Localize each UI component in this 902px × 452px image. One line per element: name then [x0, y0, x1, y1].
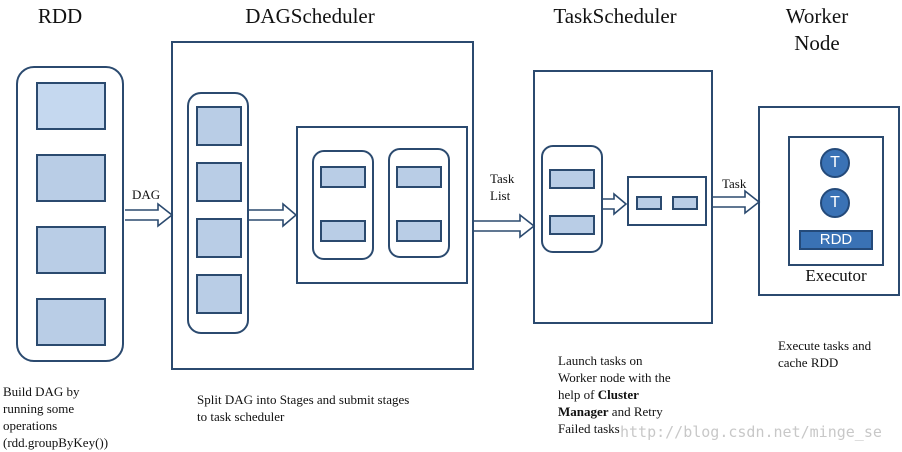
cached-rdd-bar: RDD: [799, 230, 873, 250]
rdd-note-line: (rdd.groupByKey()): [3, 435, 109, 450]
stage-1: [312, 150, 374, 260]
task-circle: T: [820, 188, 850, 218]
dag-scheduler-note: Split DAG into Stages and submit stages …: [197, 391, 487, 425]
task-set-block: [549, 169, 595, 189]
stage-arrow: [248, 202, 298, 228]
rdd-note-line: Build DAG by: [3, 384, 80, 399]
task-scheduler-note-line: Worker node with the: [558, 370, 671, 385]
rdd-partition-block: [36, 82, 106, 130]
dag-scheduler-note-line: Split DAG into Stages and submit stages: [197, 392, 410, 407]
dag-block: [196, 162, 242, 202]
rdd-header: RDD: [37, 4, 83, 28]
task-list-arrow-label-line2: List: [490, 188, 511, 203]
task-list-arrow-label-line1: Task: [490, 171, 515, 186]
stage-task-block: [320, 220, 366, 242]
dag-arrow: [125, 202, 174, 228]
task-scheduler-note-line: Launch tasks on: [558, 353, 643, 368]
dag-arrow-label: DAG: [132, 187, 161, 202]
stage-task-block: [320, 166, 366, 188]
watermark: http://blog.csdn.net/minge_se: [620, 423, 882, 441]
task-list-arrow: [474, 213, 536, 239]
worker-note-line: Execute tasks and: [778, 338, 872, 353]
executor-box: T T RDD: [788, 136, 884, 266]
task-scheduler-note-line: Manager and Retry: [558, 403, 718, 420]
rdd-note-line: running some: [3, 401, 75, 416]
dag-stage-list: [187, 92, 249, 334]
stage-task-block: [396, 166, 442, 188]
dag-scheduler-note-line: to task scheduler: [197, 409, 285, 424]
rdd-container: [16, 66, 124, 362]
note-text: help of: [558, 387, 598, 402]
queue-arrow: [602, 192, 628, 216]
task-arrow: [713, 189, 761, 215]
task-set-block: [549, 215, 595, 235]
worker-node-container: T T RDD Executor: [758, 106, 900, 296]
stage-task-block: [396, 220, 442, 242]
task-queue: [627, 176, 707, 226]
task-scheduler-header: TaskScheduler: [553, 4, 677, 28]
worker-node-header-line2: Node: [794, 31, 840, 55]
dag-scheduler-header: DAGScheduler: [245, 4, 375, 28]
note-text: and Retry: [608, 404, 663, 419]
rdd-partition-block: [36, 226, 106, 274]
worker-note: Execute tasks and cache RDD: [778, 337, 898, 371]
rdd-note-line: operations: [3, 418, 58, 433]
rdd-note: Build DAG by running some operations (rd…: [3, 383, 153, 451]
worker-note-line: cache RDD: [778, 355, 839, 370]
worker-node-header-line1: Worker: [785, 4, 849, 28]
rdd-partition-block: [36, 154, 106, 202]
dag-block: [196, 106, 242, 146]
stage-2: [388, 148, 450, 258]
note-bold-text: Cluster: [597, 387, 639, 402]
task-scheduler-note-line: help of Cluster: [558, 386, 718, 403]
task-scheduler-container: [533, 70, 713, 324]
dag-block: [196, 218, 242, 258]
task-arrow-label: Task: [722, 176, 747, 191]
dag-scheduler-container: [171, 41, 474, 370]
task-circle: T: [820, 148, 850, 178]
task-queue-block: [672, 196, 698, 210]
task-scheduler-note-line: Failed tasks: [558, 421, 620, 436]
dag-block: [196, 274, 242, 314]
note-bold-text: Manager: [558, 404, 609, 419]
task-queue-block: [636, 196, 662, 210]
rdd-partition-block: [36, 298, 106, 346]
executor-label: Executor: [805, 266, 867, 285]
task-scheduler-note: Launch tasks on Worker node with the hel…: [558, 352, 718, 437]
stages-container: [296, 126, 468, 284]
